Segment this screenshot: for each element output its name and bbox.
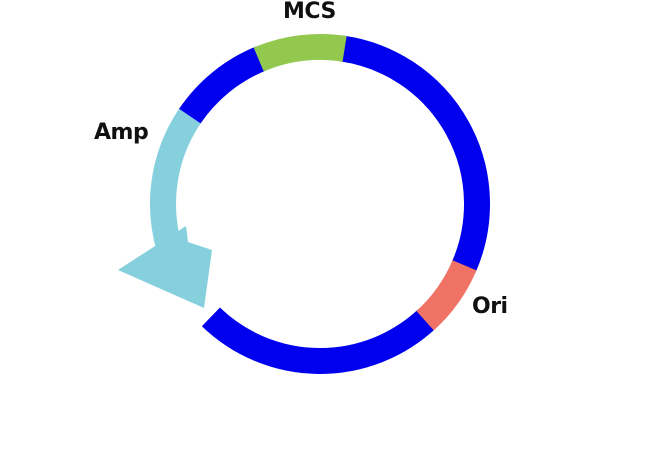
ori-segment (416, 259, 477, 331)
backbone-segment-bottom (201, 307, 436, 374)
backbone-segment-top-left (179, 46, 267, 124)
amp-arrow-head (118, 226, 212, 308)
amp-label: Amp (94, 120, 149, 145)
mcs-segment (253, 34, 347, 72)
backbone-segment-right (339, 35, 490, 274)
mcs-label: MCS (283, 0, 336, 24)
amp-arrow (150, 108, 201, 254)
ori-label: Ori (472, 294, 508, 319)
